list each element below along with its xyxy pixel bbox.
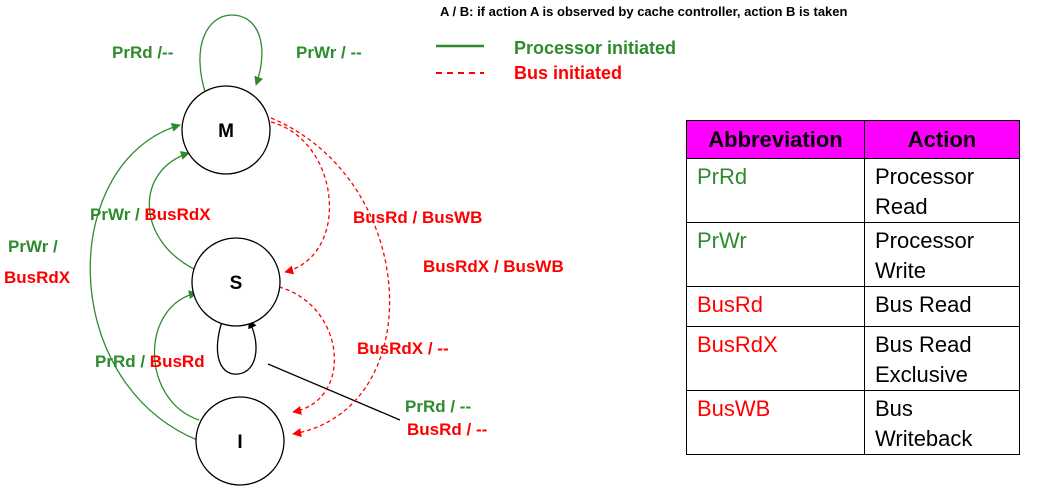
table-header-row: Abbreviation Action <box>686 120 1020 159</box>
state-s <box>191 237 281 327</box>
s-self-loop-pointer <box>267 363 401 421</box>
label-s-to-i: BusRdX / -- <box>357 339 449 358</box>
s-to-i-arrow <box>278 286 336 415</box>
label-m-to-i: BusRdX / BusWB <box>423 257 564 276</box>
m-self-loop-arrow <box>199 14 263 96</box>
header-action: Action <box>864 120 1020 159</box>
table-row: BusRd Bus Read <box>686 286 1020 327</box>
abbr-cell: BusRdX <box>686 326 865 391</box>
i-to-m-arrow <box>89 122 198 441</box>
legend-bus-label: Bus initiated <box>514 63 622 83</box>
state-m <box>181 85 271 175</box>
label-s-self-read: PrRd / -- <box>405 397 471 416</box>
action-line: Read <box>875 194 928 219</box>
header-abbreviation: Abbreviation <box>686 120 865 159</box>
action-line: Write <box>875 258 926 283</box>
state-i <box>195 396 285 486</box>
action-line: Bus <box>875 396 913 421</box>
label-i-to-m-action: PrWr / <box>8 237 58 256</box>
s-to-m-arrow <box>148 151 197 271</box>
m-to-s-arrow <box>270 121 331 275</box>
action-line: Writeback <box>875 426 973 451</box>
label-i-to-s-response: BusRd <box>150 352 205 371</box>
action-line: Processor <box>875 228 975 253</box>
label-s-to-m-response: BusRdX <box>144 205 211 224</box>
abbr-cell: BusRd <box>686 286 865 327</box>
s-self-loop-arrow <box>216 317 257 375</box>
label-m-self-write: PrWr / -- <box>296 43 362 62</box>
state-i-label: I <box>237 432 242 453</box>
action-line: Bus Read <box>875 332 972 357</box>
action-line: Exclusive <box>875 362 968 387</box>
label-m-to-s: BusRd / BusWB <box>353 208 482 227</box>
label-i-to-s-action: PrRd / <box>95 352 150 371</box>
action-cell: Bus Read <box>864 286 1020 327</box>
label-i-to-m-response: BusRdX <box>4 268 71 287</box>
label-s-to-m-action: PrWr / <box>90 205 144 224</box>
i-to-s-arrow <box>153 290 200 421</box>
label-m-self-read: PrRd /-- <box>112 43 173 62</box>
label-i-to-s: PrRd / BusRd <box>95 352 205 371</box>
action-line: Bus Read <box>875 292 972 317</box>
abbr-cell: PrWr <box>686 222 865 287</box>
legend-processor-label: Processor initiated <box>514 38 676 58</box>
action-line: Processor <box>875 164 975 189</box>
label-s-self-busread: BusRd / -- <box>407 420 487 439</box>
abbr-cell: BusWB <box>686 390 865 455</box>
label-s-to-m: PrWr / BusRdX <box>90 205 211 224</box>
state-s-label: S <box>230 273 243 294</box>
state-m-label: M <box>218 121 234 142</box>
abbr-cell: PrRd <box>686 158 865 223</box>
m-to-i-arrow <box>270 117 391 438</box>
diagram-caption: A / B: if action A is observed by cache … <box>440 4 848 19</box>
